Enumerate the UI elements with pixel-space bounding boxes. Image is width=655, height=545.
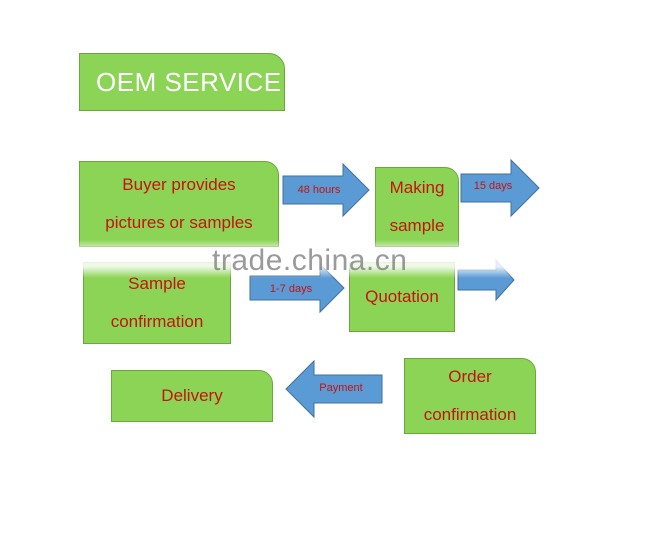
title: OEM SERVICE <box>96 66 282 97</box>
arrow-15-days: 15 days <box>460 158 540 218</box>
watermark: trade.china.cn <box>212 244 408 277</box>
step-buyer-line-1: Buyer provides <box>122 175 236 194</box>
arrow-payment-label: Payment <box>319 382 363 394</box>
arrow-left-icon <box>285 359 383 419</box>
step-sample-line-1: Sample <box>128 274 186 293</box>
arrow-48-hours-label: 48 hours <box>297 184 341 196</box>
step-making-sample: Making sample <box>375 167 459 247</box>
arrow-right-icon <box>282 162 370 218</box>
step-order-line-1: Order <box>448 367 492 386</box>
step-sample-line-2: confirmation <box>110 312 204 331</box>
step-order-confirmation: Order confirmation <box>404 358 536 434</box>
step-making-line-2: sample <box>389 216 445 235</box>
arrow-1-7-days-label: 1-7 days <box>269 283 313 295</box>
watermark-band <box>75 240 515 278</box>
step-quotation-line-1: Quotation <box>365 287 439 306</box>
arrow-48-hours: 48 hours <box>282 162 370 218</box>
step-delivery-line-1: Delivery <box>161 386 223 405</box>
step-buyer-line-2: pictures or samples <box>105 213 253 232</box>
step-buyer-provides: Buyer provides pictures or samples <box>79 161 279 247</box>
arrow-15-days-label: 15 days <box>473 180 513 192</box>
step-making-line-1: Making <box>389 178 445 197</box>
step-order-line-2: confirmation <box>423 405 517 424</box>
arrow-payment: Payment <box>285 359 383 419</box>
arrow-right-icon <box>460 158 540 218</box>
step-delivery: Delivery <box>111 370 273 422</box>
title-box: OEM SERVICE <box>79 53 285 111</box>
